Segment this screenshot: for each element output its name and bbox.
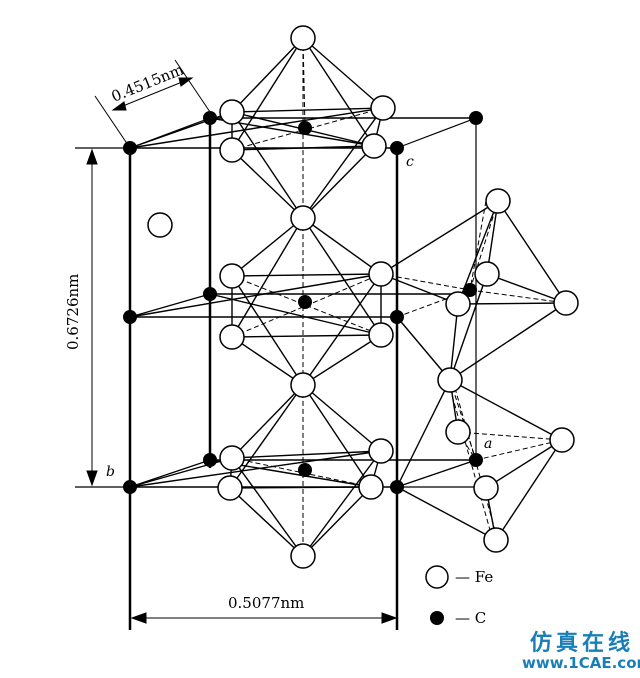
axis-label-a: a xyxy=(484,436,492,452)
axis-label-b: b xyxy=(106,464,115,480)
legend-fe-symbol xyxy=(425,565,449,589)
hidden-bonds xyxy=(231,37,567,556)
dimension-b xyxy=(130,612,398,624)
legend-fe-label: — Fe xyxy=(455,568,493,586)
legend-c-symbol xyxy=(430,611,444,625)
watermark-brand: 仿真在线 xyxy=(530,630,634,656)
legend: — Fe — C xyxy=(425,565,493,627)
watermark: 仿真在线 www.1CAE.com xyxy=(522,630,640,672)
octahedron-bonds xyxy=(129,37,567,557)
axis-label-c: c xyxy=(406,154,414,170)
dimension-a-label: 0.4515nm xyxy=(109,60,187,105)
dimension-b-label: 0.5077nm xyxy=(228,594,304,612)
dimension-c xyxy=(86,148,98,487)
fe-atoms xyxy=(147,25,579,569)
c-atoms xyxy=(123,111,483,494)
dimension-c-label: 0.6726nm xyxy=(64,274,82,350)
legend-c-label: — C xyxy=(455,609,486,627)
unit-cell-frame xyxy=(75,117,477,630)
dimension-a xyxy=(94,59,211,149)
watermark-url: www.1CAE.com xyxy=(522,654,640,672)
